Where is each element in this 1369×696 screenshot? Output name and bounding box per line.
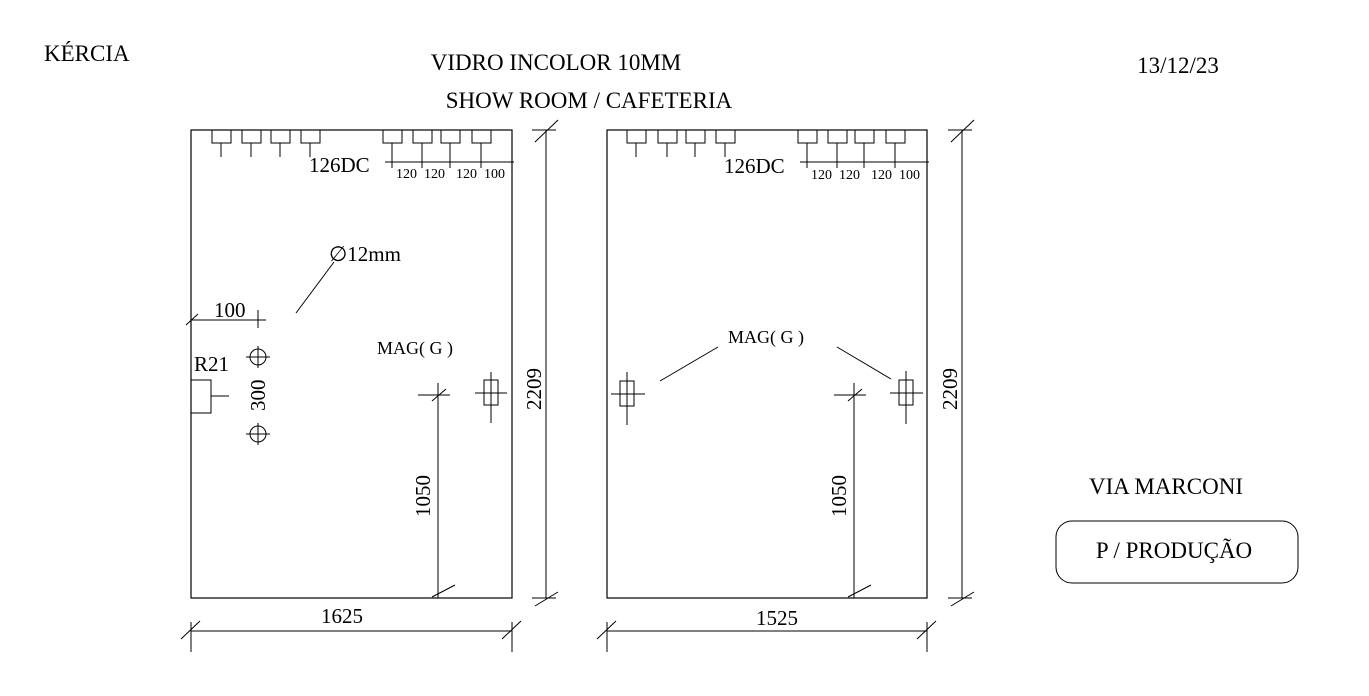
panel-left-magnet-height-dimension <box>418 383 456 598</box>
panel-right: 126DC 120 120 120 100 MAG( G ) 1050 1525… <box>596 119 975 652</box>
panel-right-magnet-right <box>890 371 923 424</box>
panel-left-width-label: 1625 <box>321 604 363 628</box>
hole-top <box>246 346 270 368</box>
production-stamp-label: P / PRODUÇÃO <box>1096 538 1252 563</box>
spacing-label: 120 <box>839 168 860 183</box>
spacing-label: 120 <box>424 167 445 182</box>
spacing-label: 120 <box>871 168 892 183</box>
notch <box>471 130 492 157</box>
notch <box>715 130 736 157</box>
panel-right-top-notches <box>626 130 906 157</box>
notch <box>885 130 906 157</box>
panel-right-magnet-height-label: 1050 <box>827 475 851 517</box>
production-stamp-box <box>1055 520 1299 584</box>
spacing-label: 120 <box>811 168 832 183</box>
drawing-date: 13/12/23 <box>1137 53 1219 78</box>
notch <box>382 130 403 157</box>
panel-left-magnet <box>475 372 507 423</box>
notch <box>300 130 321 157</box>
panel-right-magnet-label: MAG( G ) <box>728 327 804 348</box>
spacing-label: 120 <box>456 167 477 182</box>
panel-right-width-label: 1525 <box>756 606 798 630</box>
panel-left-spacing-dimension <box>385 156 514 168</box>
notch <box>270 130 291 157</box>
offset-dimension-label: 100 <box>214 298 246 322</box>
panel-left-magnet-height-label: 1050 <box>411 475 435 517</box>
panel-right-magnet-height-dimension <box>834 383 872 598</box>
spacing-label: 100 <box>484 167 505 182</box>
panel-left-height-dimension <box>532 119 559 607</box>
offset-dimension-line <box>185 313 266 326</box>
notch <box>241 130 262 157</box>
client-name: KÉRCIA <box>44 41 130 66</box>
glass-type-title: VIDRO INCOLOR 10MM <box>431 50 681 75</box>
location-subtitle: SHOW ROOM / CAFETERIA <box>446 88 733 113</box>
spacing-label: 120 <box>396 167 417 182</box>
panel-left-magnet-label: MAG( G ) <box>377 338 453 359</box>
notch <box>854 130 875 157</box>
panel-left-top-notches <box>211 130 492 157</box>
hole-spacing-label: 300 <box>246 380 270 412</box>
panel-right-outline <box>606 129 928 599</box>
panel-right-magnet-left <box>611 372 645 425</box>
notch <box>626 130 647 157</box>
panel-right-holes-label: 126DC <box>724 154 785 178</box>
notch <box>685 130 706 157</box>
spacing-label: 100 <box>899 168 920 183</box>
notch <box>440 130 461 157</box>
magnet-leader-right <box>836 346 892 380</box>
notch <box>827 130 848 157</box>
notch <box>657 130 678 157</box>
lock-cutout <box>191 379 229 414</box>
panel-right-width-dimension <box>596 620 937 652</box>
panel-left-height-label: 2209 <box>522 368 546 410</box>
notch <box>797 130 818 157</box>
panel-left: 126DC 120 120 120 100 ∅12mm 100 300 R21 … <box>180 119 559 652</box>
radius-label: R21 <box>194 352 229 376</box>
panel-right-spacing-dimension <box>800 156 929 168</box>
panel-left-width-dimension <box>180 620 522 652</box>
magnet-leader-left <box>659 346 719 382</box>
panel-right-height-dimension <box>948 119 975 607</box>
hole-diameter-leader <box>295 261 335 314</box>
panel-right-height-label: 2209 <box>938 368 962 410</box>
notch <box>211 130 232 157</box>
panel-left-holes-label: 126DC <box>309 153 370 177</box>
hole-diameter-label: ∅12mm <box>329 242 401 266</box>
hole-bottom <box>246 423 270 445</box>
panel-left-outline <box>190 129 513 599</box>
notch <box>412 130 433 157</box>
street-label: VIA MARCONI <box>1089 474 1243 499</box>
